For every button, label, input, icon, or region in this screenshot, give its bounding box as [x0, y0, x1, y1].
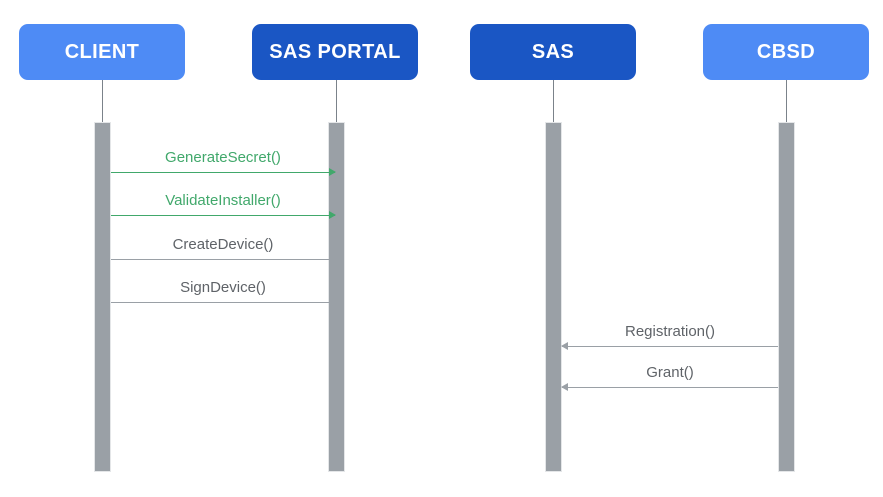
message-line	[111, 302, 335, 304]
activation-bar-cbsd	[777, 122, 795, 472]
message-line	[562, 387, 778, 389]
arrowhead-icon	[329, 211, 336, 220]
participant-cbsd[interactable]: CBSD	[703, 24, 869, 80]
lifeline-client	[102, 80, 103, 122]
lifeline-cbsd	[786, 80, 787, 122]
message-line	[111, 259, 335, 261]
arrowhead-icon	[329, 298, 336, 307]
message-label: Grant()	[646, 364, 694, 381]
activation-bar-sas_portal	[327, 122, 345, 472]
message-label: GenerateSecret()	[165, 149, 281, 166]
arrowhead-icon	[561, 383, 568, 392]
message-label: ValidateInstaller()	[165, 192, 281, 209]
arrowhead-icon	[329, 255, 336, 264]
participant-label-cbsd: CBSD	[756, 41, 816, 63]
arrowhead-icon	[329, 168, 336, 177]
lifeline-sas	[553, 80, 554, 122]
participant-client[interactable]: CLIENT	[19, 24, 185, 80]
lifeline-sas_portal	[336, 80, 337, 122]
activation-bar-client	[93, 122, 111, 472]
participant-label-sas-portal: SAS PORTAL	[269, 41, 401, 63]
activation-bar-sas	[544, 122, 562, 472]
participant-label-sas: SAS	[531, 41, 575, 63]
participant-sas-portal[interactable]: SAS PORTAL	[252, 24, 418, 80]
arrowhead-icon	[561, 342, 568, 351]
message-line	[111, 215, 335, 217]
message-line	[111, 172, 335, 174]
participant-sas[interactable]: SAS	[470, 24, 636, 80]
message-label: SignDevice()	[180, 279, 266, 296]
message-line	[562, 346, 778, 348]
message-label: Registration()	[624, 323, 716, 340]
participant-label-client: CLIENT	[64, 41, 140, 63]
message-label: CreateDevice()	[172, 236, 274, 253]
